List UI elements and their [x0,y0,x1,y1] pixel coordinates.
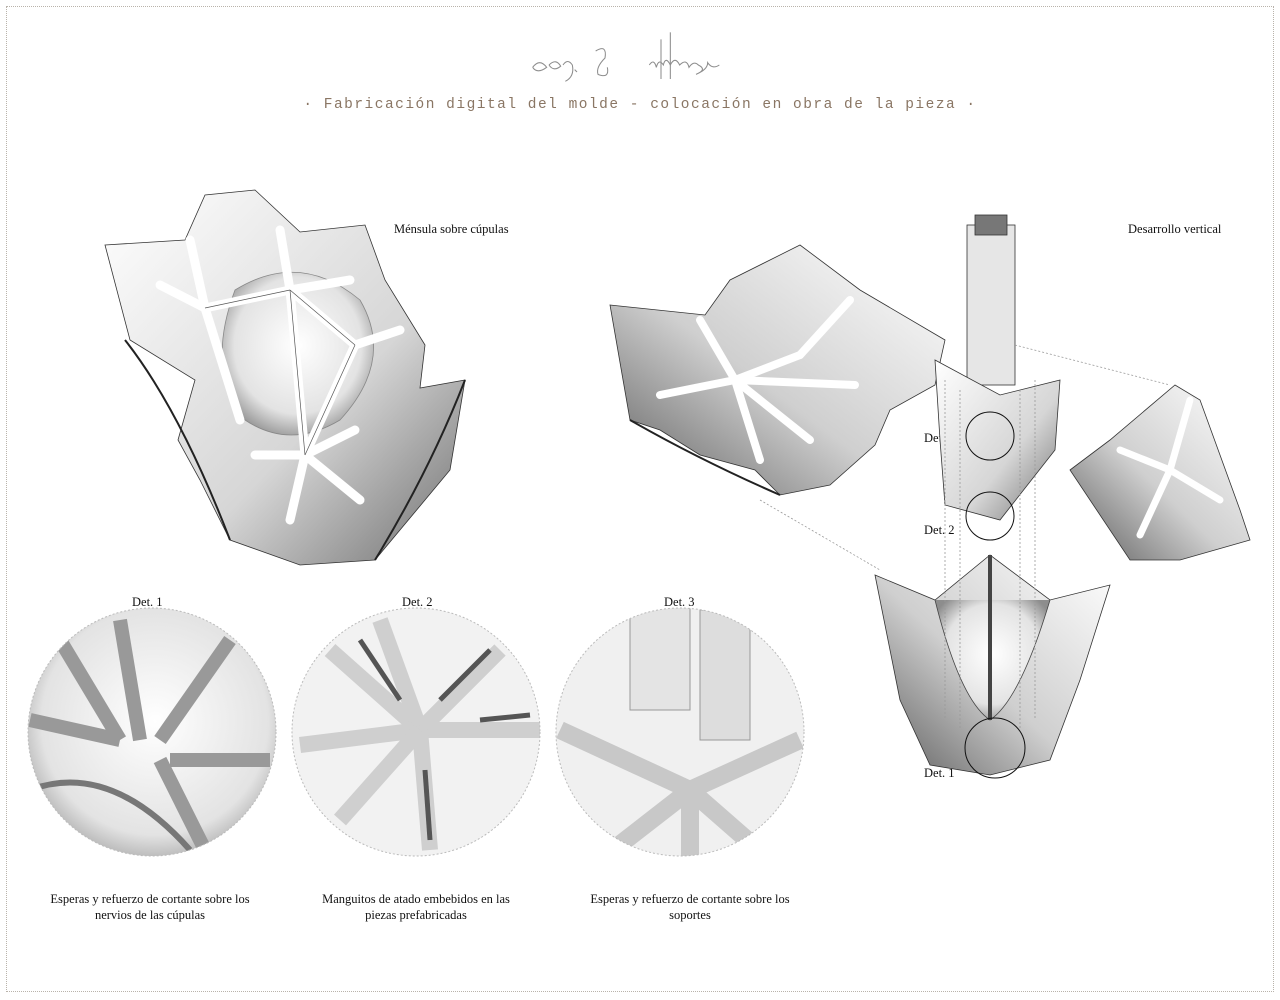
detail-3-title: Det. 3 [664,595,695,609]
callout-det-3: Det. 3 [924,431,955,445]
detail-2-caption: Manguitos de atado embebidos en las piez… [296,891,536,923]
detail-1-caption-line-2: nervios de las cúpulas [94,908,206,922]
callout-det-1: Det. 1 [924,766,955,780]
detail-1-caption: Esperas y refuerzo de cortante sobre los… [30,891,270,923]
detail-2-caption-line-2: piezas prefabricadas [365,908,467,922]
detail-2-caption-line-1: Manguitos de atado embebidos en las [322,892,510,906]
right-view-title: Desarrollo vertical [1128,222,1222,236]
detail-3-caption-line-1: Esperas y refuerzo de cortante sobre los [590,892,790,906]
detail-3-caption: Esperas y refuerzo de cortante sobre los… [560,891,820,923]
detail-3-caption-line-2: soportes [669,908,711,922]
detail-1-title: Det. 1 [132,595,163,609]
callout-det-2: Det. 2 [924,523,955,537]
detail-2-title: Det. 2 [402,595,433,609]
handwritten-title-mark [532,32,720,82]
left-view-title: Ménsula sobre cúpulas [394,222,509,236]
sheet-subtitle: · Fabricación digital del molde - coloca… [303,97,977,113]
detail-1-caption-line-1: Esperas y refuerzo de cortante sobre los [50,892,250,906]
sheet-border [6,6,1274,992]
